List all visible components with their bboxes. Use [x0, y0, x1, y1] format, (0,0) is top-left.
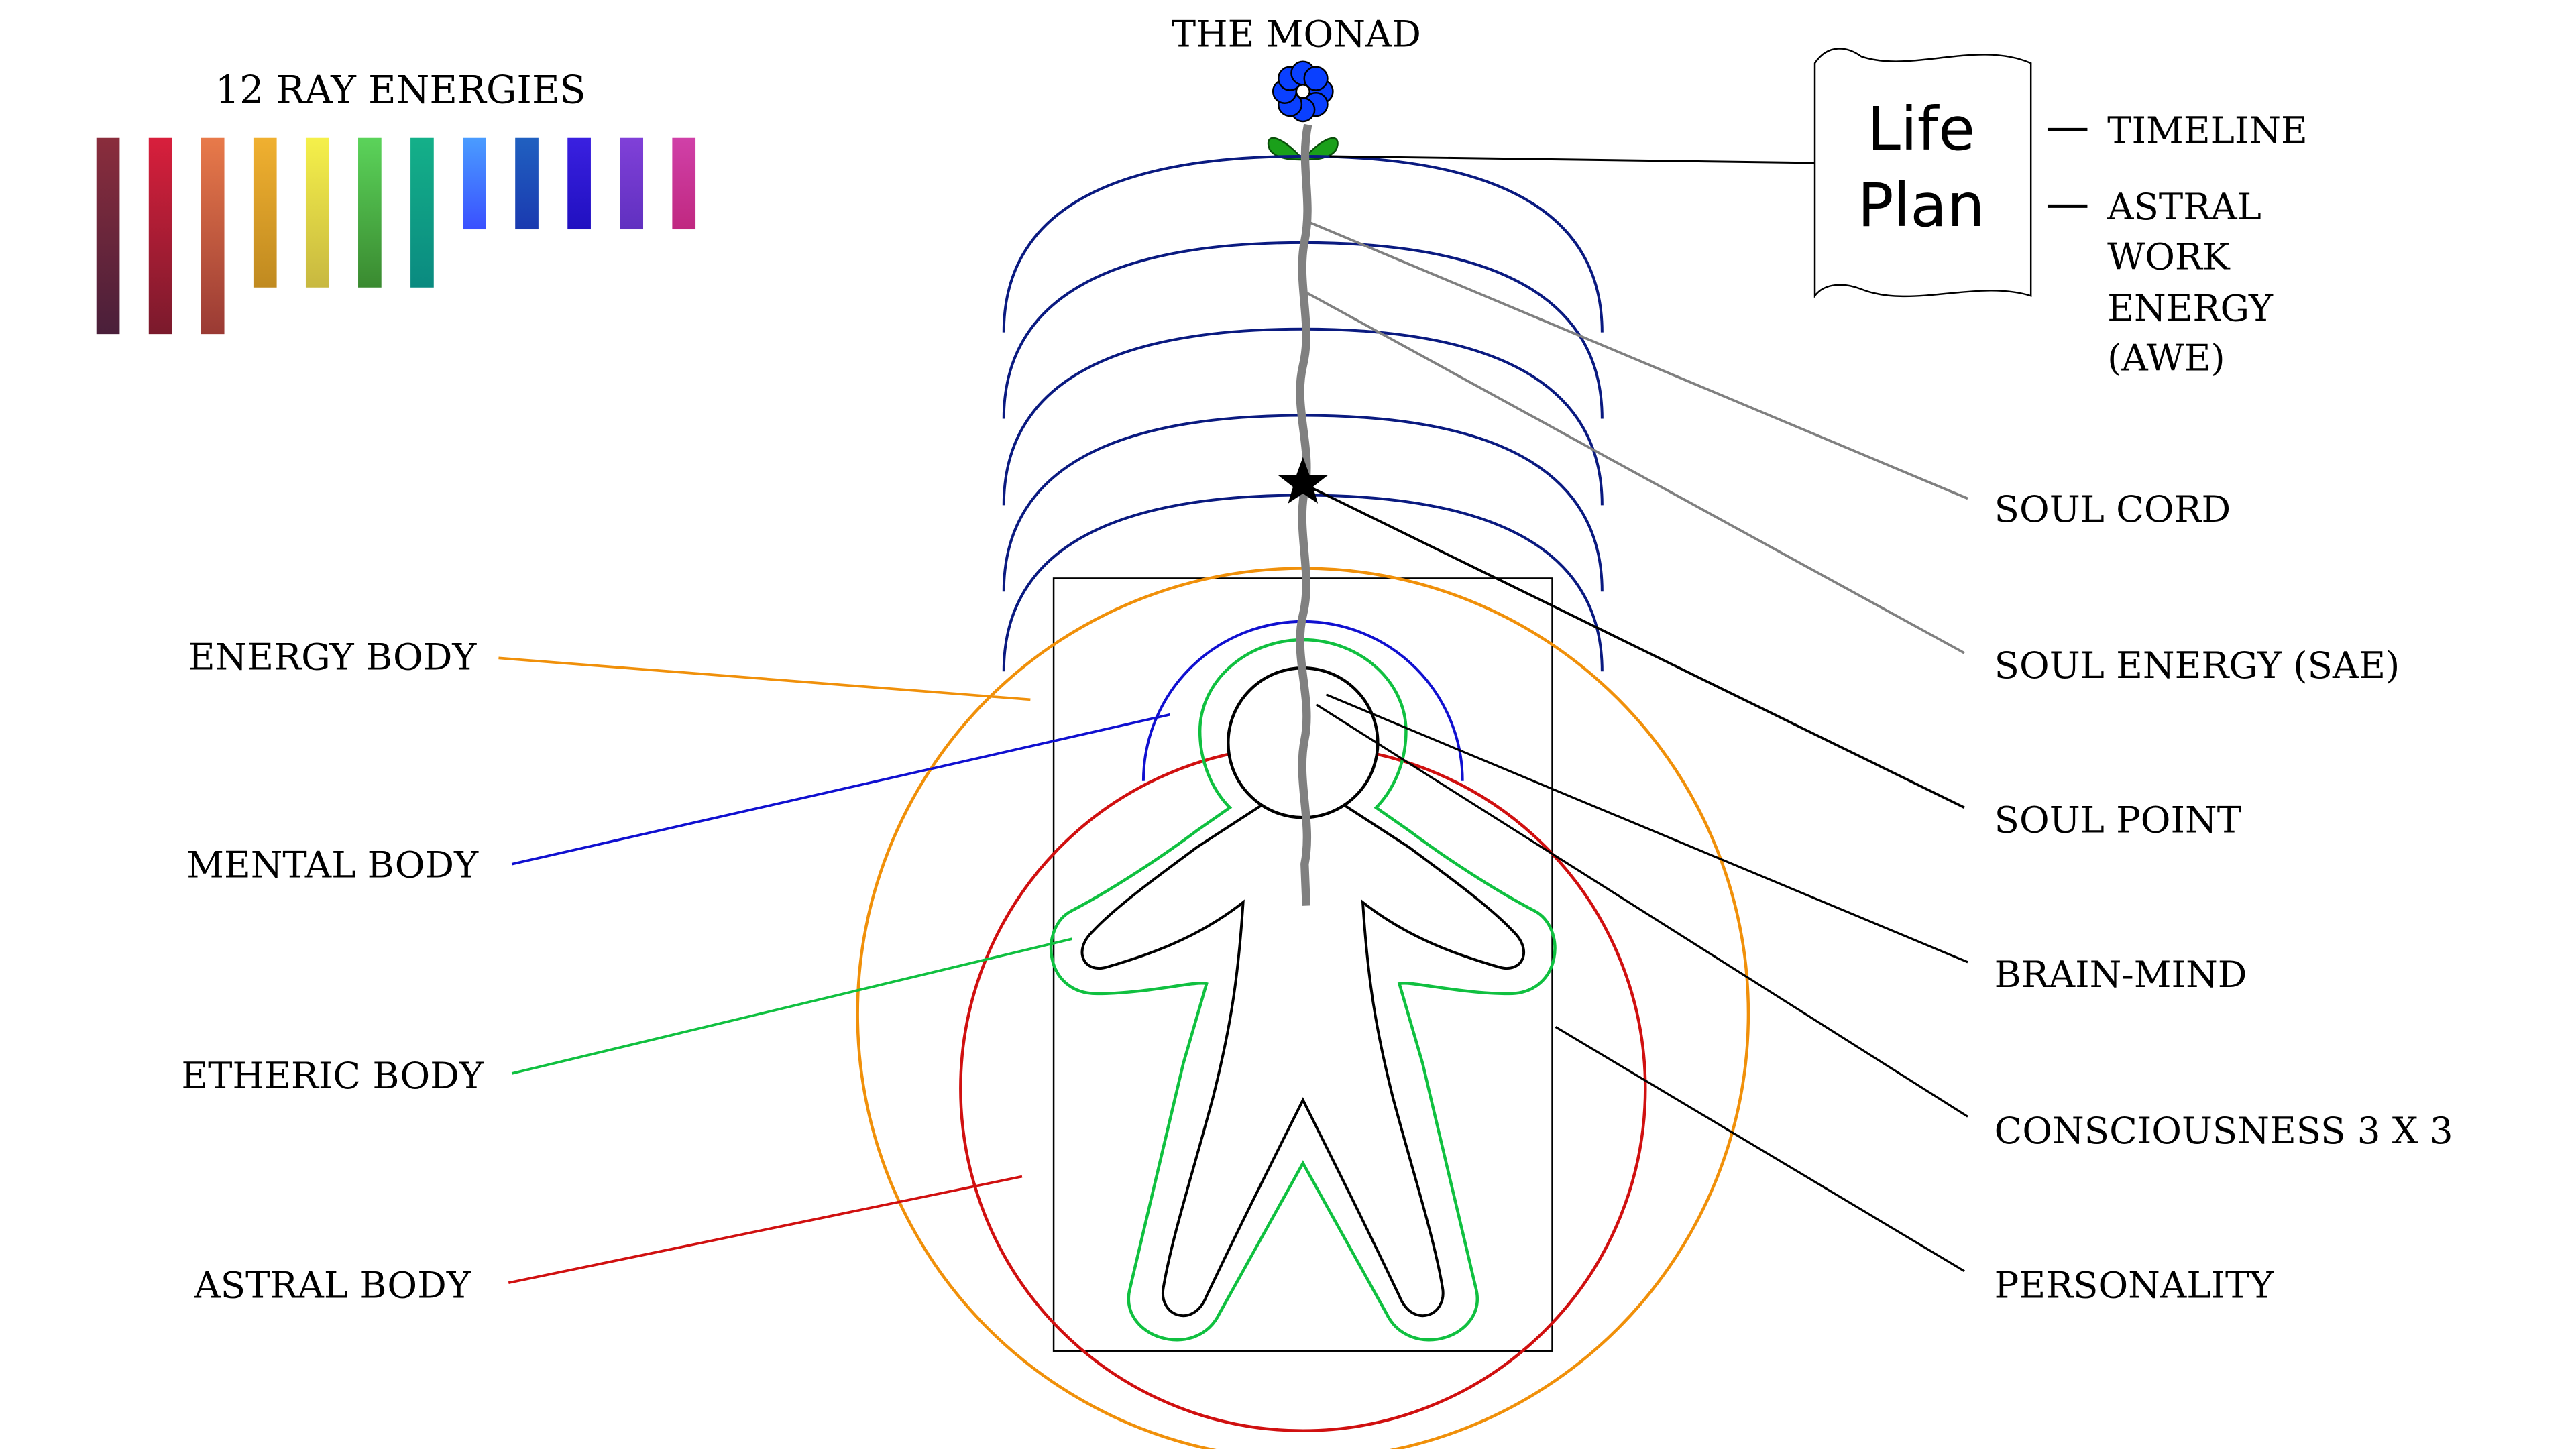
- life-plan-astral: ASTRAL: [2107, 185, 2261, 228]
- soul-cord: [1296, 123, 1312, 906]
- brain-mind-leader: [1325, 693, 1968, 964]
- astral-body-label: ASTRAL BODY: [193, 1263, 471, 1306]
- consciousness-label: CONSCIOUSNESS 3 X 3: [1995, 1109, 2453, 1152]
- ray-bar-2: [148, 137, 172, 335]
- ray-bar-6: [358, 137, 382, 288]
- soul-energy-label: SOUL ENERGY (SAE): [1995, 644, 2400, 687]
- ray-bar-5: [305, 137, 329, 288]
- soul-point-label: SOUL POINT: [1995, 799, 2241, 842]
- personality-leader: [1555, 1026, 1965, 1273]
- mental-body-label: MENTAL BODY: [186, 843, 479, 886]
- ray-bar-9: [515, 137, 539, 230]
- soul-point-star-icon: [1278, 457, 1328, 504]
- ray-bar-11: [620, 137, 644, 230]
- etheric-body-label: ETHERIC BODY: [181, 1054, 484, 1097]
- ray-bar-7: [410, 137, 434, 288]
- ray-bar-3: [201, 137, 225, 335]
- soul-cord-leader: [1306, 219, 1968, 500]
- life-plan-energy: ENERGY: [2107, 286, 2274, 329]
- ray-energies-title: 12 RAY ENERGIES: [215, 68, 586, 113]
- life-plan-awe: (AWE): [2107, 337, 2225, 380]
- ray-bar-10: [567, 137, 591, 230]
- ray-bar-1: [96, 137, 120, 335]
- mental-body-leader: [511, 713, 1170, 866]
- life-plan-line2: Plan: [1858, 171, 1985, 241]
- life-plan-scroll: [1813, 48, 2032, 298]
- soul-cord-label: SOUL CORD: [1995, 487, 2231, 530]
- ray-bar-4: [253, 137, 277, 288]
- life-plan-line1: Life: [1867, 95, 1975, 164]
- monad-flower-icon: [1267, 60, 1339, 161]
- ray-energies-bars: [96, 137, 696, 335]
- energy-body-leader: [498, 656, 1031, 701]
- astral-body-leader: [508, 1175, 1023, 1284]
- ray-bar-8: [463, 137, 486, 230]
- life-plan-leader: [1329, 155, 1815, 164]
- monad-label: THE MONAD: [1172, 12, 1421, 55]
- life-plan-timeline: TIMELINE: [2107, 109, 2308, 152]
- soul-point-leader: [1305, 483, 1965, 809]
- etheric-body-outline: [1050, 638, 1557, 1342]
- physical-body-outline: [1080, 803, 1526, 1318]
- personality-label: PERSONALITY: [1995, 1263, 2275, 1306]
- life-plan-work: WORK: [2107, 235, 2231, 278]
- soul-energy-leader: [1305, 291, 1965, 654]
- etheric-body-leader: [511, 937, 1072, 1075]
- energy-body-label: ENERGY BODY: [188, 636, 478, 679]
- brain-mind-label: BRAIN-MIND: [1995, 953, 2247, 996]
- consciousness-leader: [1315, 703, 1968, 1118]
- ray-bar-12: [672, 137, 696, 230]
